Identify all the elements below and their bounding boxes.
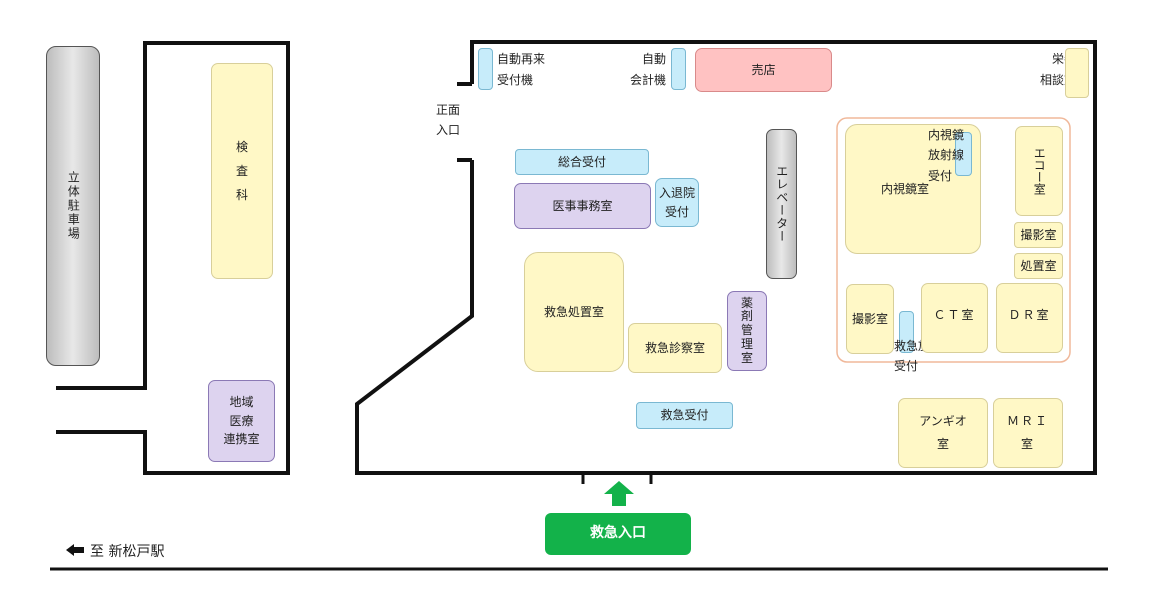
room-kyukyu-uketsuke-label: 救急受付 — [660, 408, 709, 423]
imaging-zone — [836, 117, 1071, 363]
er-arrow-icon — [604, 481, 634, 506]
elevator[interactable]: エレベーター — [766, 129, 797, 279]
room-kyukyu-shochi[interactable]: 救急処置室 — [524, 252, 624, 372]
room-sogo-uketsuke[interactable]: 総合受付 — [515, 149, 649, 175]
auto-payment-label: 自動 会計機 — [630, 52, 667, 87]
room-mri[interactable]: ＭＲＩ 室 — [993, 398, 1063, 468]
kyukyu-hoshasen-counter[interactable] — [899, 311, 914, 353]
room-nyutai-in-label: 入退院 受付 — [658, 185, 695, 219]
room-satsuei-right-label: 撮影室 — [1020, 227, 1057, 242]
kiosk-auto-payment[interactable] — [671, 48, 686, 90]
room-iji-jimu[interactable]: 医事事務室 — [514, 183, 651, 229]
parking-structure: 立体駐車場 — [46, 46, 100, 366]
room-angio[interactable]: アンギオ 室 — [898, 398, 988, 468]
room-baiten-label: 売店 — [751, 62, 776, 77]
room-baiten[interactable]: 売店 — [695, 48, 832, 92]
station-label: 至 新松戸駅 — [90, 544, 165, 560]
room-mri-label: ＭＲＩ 室 — [1006, 414, 1049, 451]
elevator-label: エレベーター — [774, 165, 789, 243]
room-dr[interactable]: ＤＲ室 — [996, 283, 1063, 353]
room-satsuei-left[interactable]: 撮影室 — [846, 284, 894, 354]
room-chiiki[interactable]: 地域 医療 連携室 — [208, 380, 275, 462]
main-entrance-label: 正面 入口 — [436, 103, 461, 137]
room-shochi[interactable]: 処置室 — [1014, 253, 1063, 279]
parking-label: 立体駐車場 — [66, 171, 81, 241]
room-kensaka[interactable]: 検 査 科 — [211, 63, 273, 279]
room-kensaka-label: 検 査 科 — [235, 140, 248, 202]
naishikyo-hoshasen-label: 内視鏡 放射線 受付 — [928, 128, 965, 183]
room-ct-label: ＣＴ室 — [933, 307, 976, 322]
room-yakuzai[interactable]: 薬 剤 管 理 室 — [727, 291, 767, 371]
naishikyo-reception-counter[interactable] — [955, 132, 972, 176]
station-arrow-icon — [66, 544, 84, 556]
room-satsuei-right[interactable]: 撮影室 — [1014, 222, 1063, 248]
kiosk-auto-reception[interactable] — [478, 48, 493, 90]
room-dr-label: ＤＲ室 — [1008, 307, 1051, 322]
room-angio-label: アンギオ 室 — [919, 414, 967, 451]
room-sogo-uketsuke-label: 総合受付 — [557, 154, 606, 169]
room-shochi-label: 処置室 — [1020, 258, 1057, 273]
room-ct[interactable]: ＣＴ室 — [921, 283, 988, 353]
room-kyukyu-shochi-label: 救急処置室 — [543, 304, 604, 319]
emergency-entrance-button[interactable]: 救急入口 — [545, 513, 691, 555]
emergency-entrance-label: 救急入口 — [590, 525, 646, 542]
annex-wall — [56, 41, 290, 475]
auto-reception-label: 自動再来 受付機 — [497, 52, 546, 87]
room-nyutai-in[interactable]: 入退院 受付 — [655, 178, 699, 227]
room-iji-jimu-label: 医事事務室 — [552, 198, 613, 213]
room-echo-label: エコー室 — [1032, 147, 1047, 195]
room-yakuzai-label: 薬 剤 管 理 室 — [740, 295, 753, 365]
main-building-wall — [355, 40, 1097, 475]
room-eiyo[interactable] — [1065, 48, 1089, 98]
room-echo[interactable]: エコー室 — [1015, 126, 1063, 216]
room-kyukyu-shinsatsu[interactable]: 救急診察室 — [628, 323, 722, 373]
room-chiiki-label: 地域 医療 連携室 — [223, 395, 260, 447]
room-naishikyo-label: 内視鏡室 — [880, 181, 929, 196]
room-satsuei-left-label: 撮影室 — [851, 311, 888, 326]
room-kyukyu-uketsuke[interactable]: 救急受付 — [636, 402, 733, 429]
room-kyukyu-shinsatsu-label: 救急診察室 — [644, 340, 705, 355]
